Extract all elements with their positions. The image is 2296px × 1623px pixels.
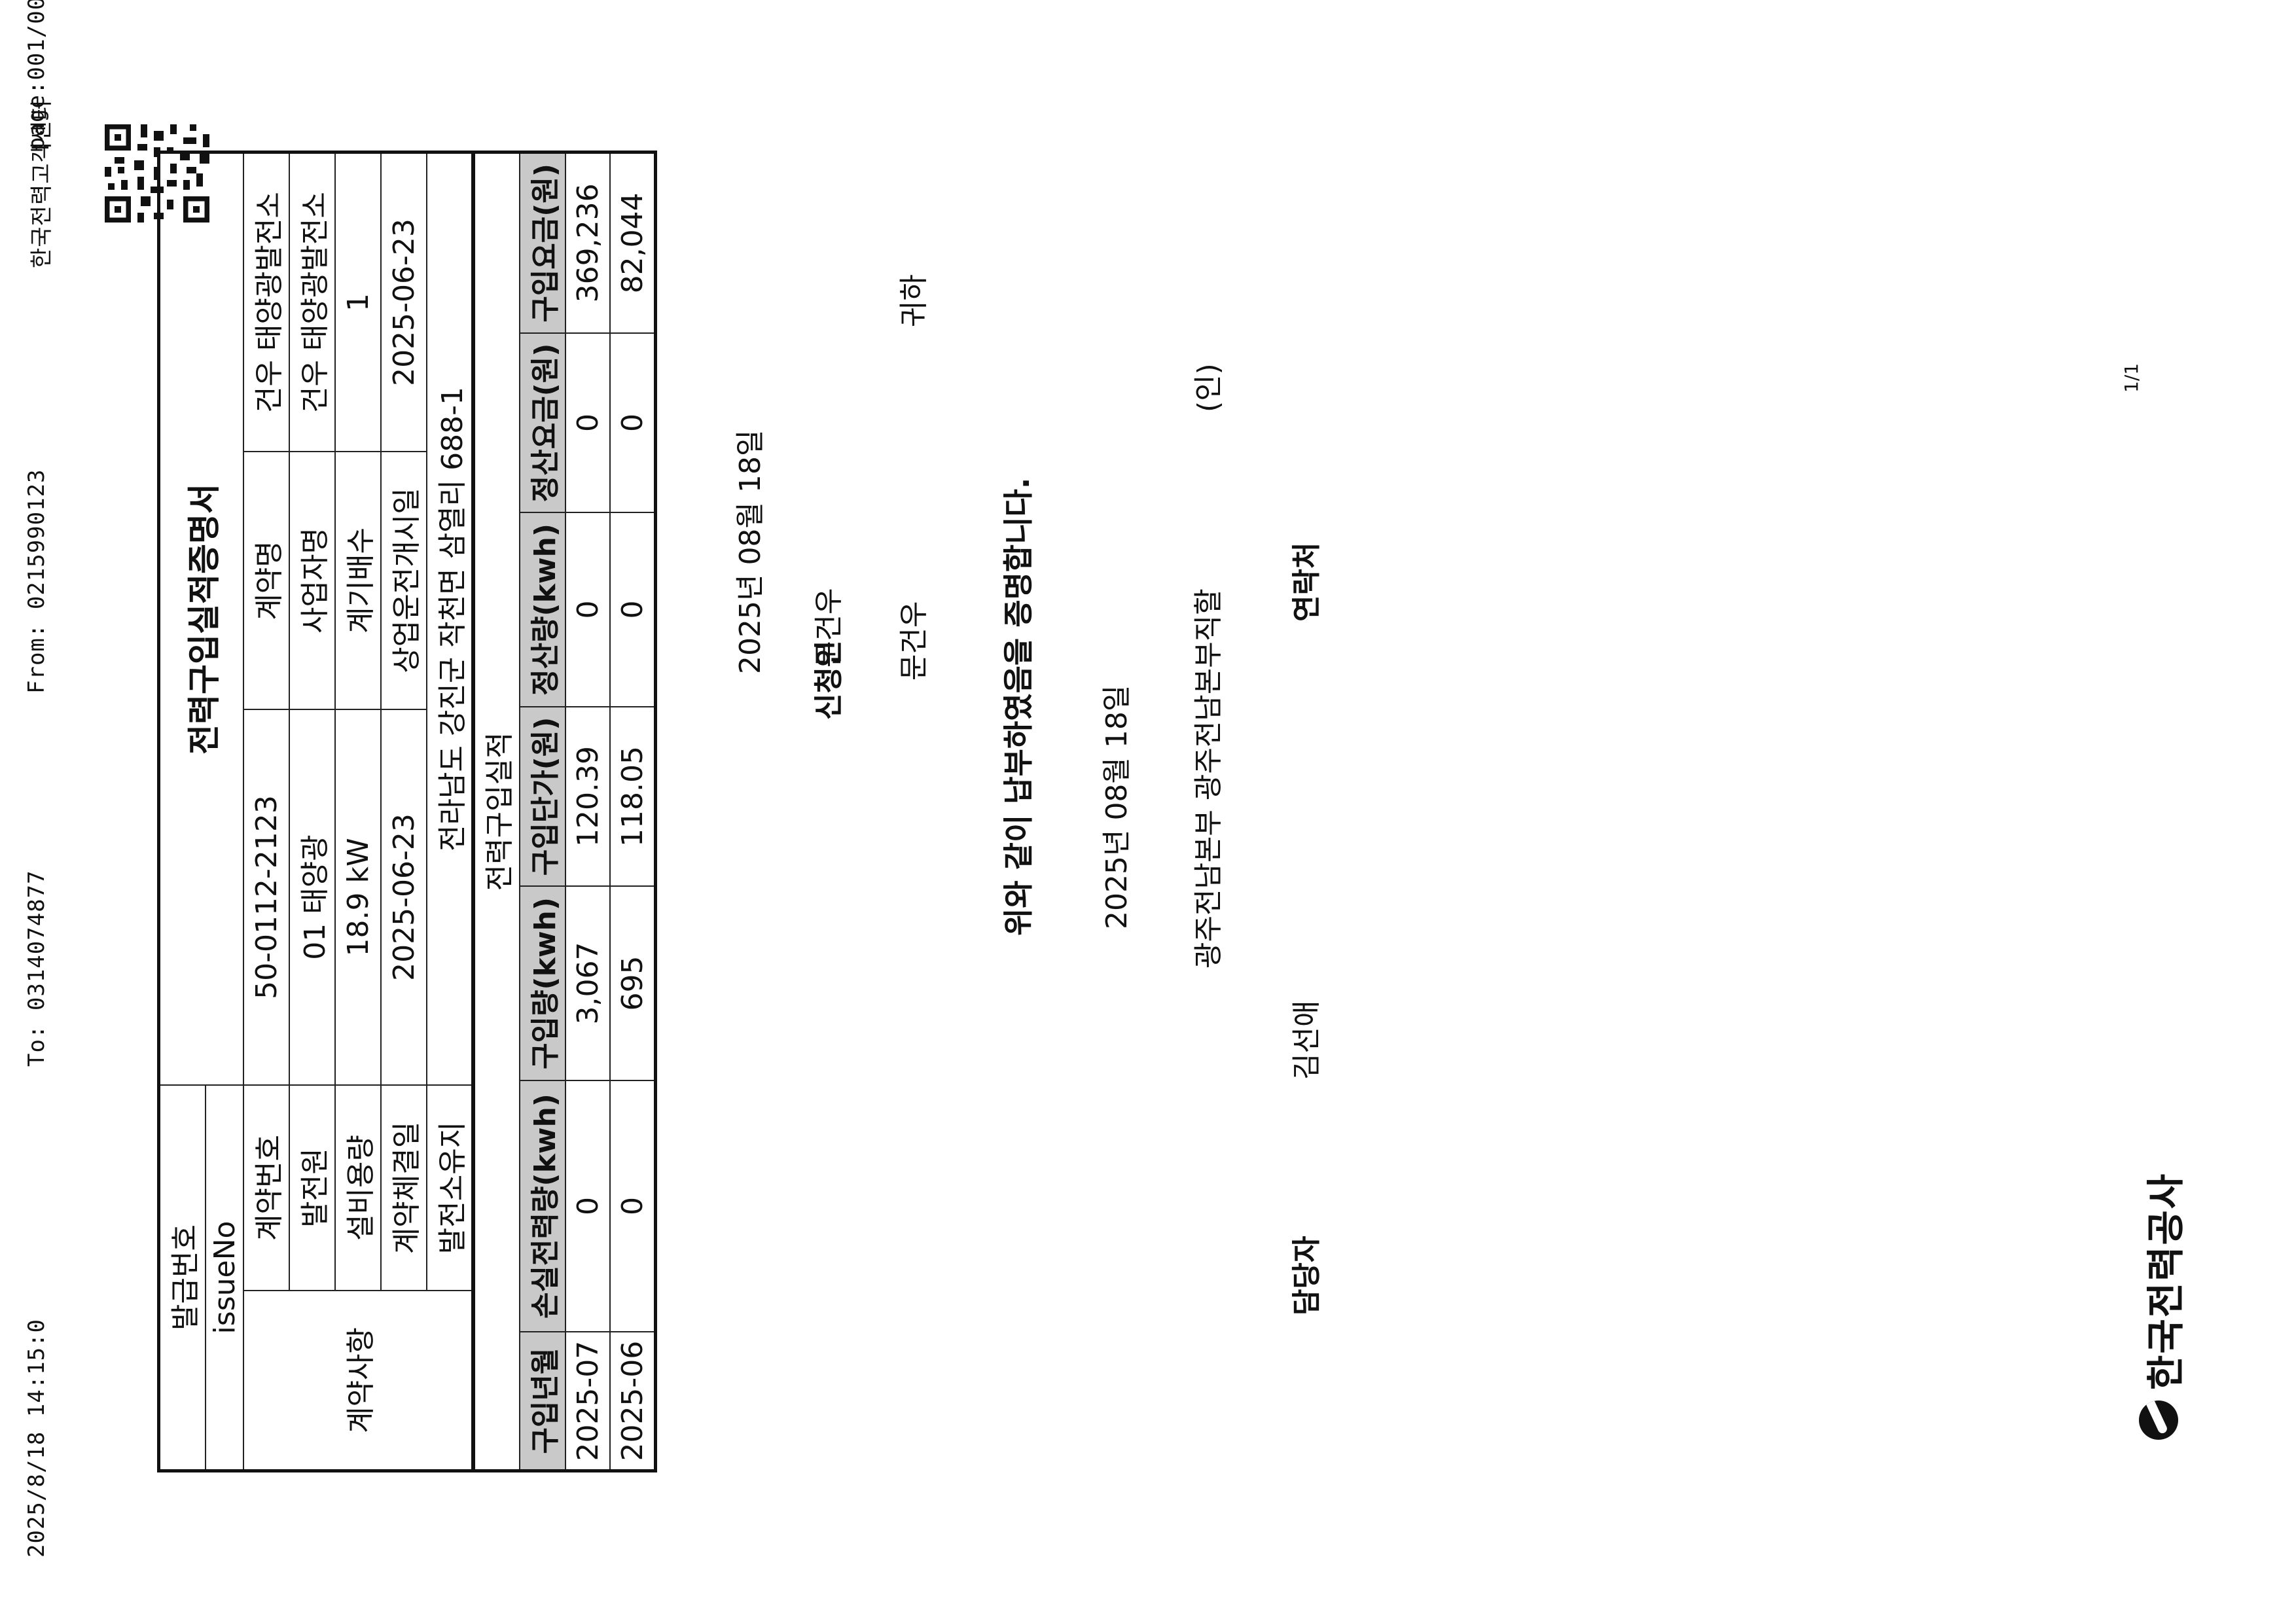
manager-name: 김선애: [1290, 1000, 1323, 1080]
table-row: 2025-07 0 3,067 120.39 0 0 369,236: [565, 152, 610, 1471]
column-header: 정산량(kwh): [520, 512, 565, 707]
column-header: 구입요금(원): [520, 152, 565, 333]
purchase-record-table: 전력구입실적 구입년월 손실전력량(kwh) 구입량(kwh) 구입단가(원) …: [471, 151, 657, 1472]
column-header: 구입량(kwh): [520, 886, 565, 1080]
operation-start-value: 2025-06-23: [381, 152, 427, 452]
table-cell: 0: [610, 1080, 656, 1332]
column-header: 구입단가(원): [520, 706, 565, 887]
contract-number-label: 계약번호: [243, 1085, 289, 1291]
table-cell: 2025-06: [610, 1332, 656, 1471]
contract-group-label: 계약사항: [243, 1291, 474, 1471]
table-cell: 369,236: [565, 152, 610, 333]
generation-source-label: 발전원: [289, 1085, 335, 1291]
seal-mark: (인): [1192, 363, 1225, 412]
logo-text: 한국전력공사: [2144, 1172, 2188, 1390]
issue-number-value: issueNo: [206, 1085, 243, 1471]
issue-number-label: 발급번호: [158, 1085, 206, 1471]
table-cell: 0: [610, 332, 656, 513]
column-header: 구입년월: [520, 1332, 565, 1471]
purchase-table-caption: 전력구입실적: [473, 152, 520, 1471]
contract-date-value: 2025-06-23: [381, 709, 427, 1085]
table-row: 2025-06 0 695 118.05 0 0 82,044: [610, 152, 656, 1471]
contact-label: 연락처: [1290, 542, 1323, 622]
certification-statement: 위와 같이 납부하였음을 증명합니다.: [1001, 477, 1036, 936]
contract-date-label: 계약체결일: [381, 1085, 427, 1291]
table-row: 계약사항 계약번호 50-0112-2123 계약명 건우 태양광발전소: [243, 152, 474, 1471]
logo-mark-icon: [2139, 1400, 2178, 1440]
application-date: 2025년 08월 18일: [734, 429, 767, 674]
qr-code-icon: [105, 124, 209, 223]
table-cell: 0: [565, 512, 610, 707]
table-row: 계약체결일 2025-06-23 상업운전개시일 2025-06-23: [381, 152, 427, 1471]
recipient-honorific: 귀하: [897, 274, 931, 327]
table-row: 발전소유지 전라남도 강진군 작천면 삼열리 688-1: [427, 152, 474, 1471]
contract-number-value: 50-0112-2123: [243, 709, 289, 1085]
table-cell: 118.05: [610, 706, 656, 887]
table-header-row: 구입년월 손실전력량(kwh) 구입량(kwh) 구입단가(원) 정산량(kwh…: [520, 152, 565, 1471]
generation-source-value: 01 태양광: [289, 709, 335, 1085]
table-cell: 82,044: [610, 152, 656, 333]
plant-location-value: 전라남도 강진군 작천면 삼열리 688-1: [427, 152, 474, 1085]
table-cell: 0: [565, 1080, 610, 1332]
fax-header: 2025/8/18 14:15:0 To: 0314074877 From: 0…: [24, 0, 69, 1623]
contract-name-value: 건우 태양광발전소: [243, 152, 289, 452]
capacity-value: 18.9 kW: [335, 709, 381, 1085]
table-cell: 120.39: [565, 706, 610, 887]
operation-start-label: 상업운전개시일: [381, 452, 427, 709]
company-logo: 한국전력공사: [2134, 1139, 2188, 1440]
recipient-name: 문건우: [897, 601, 931, 681]
applicant-name: 문건우: [812, 588, 846, 668]
issuing-office: 광주전남본부 광주전남본부직할: [1192, 588, 1225, 969]
column-header: 손실전력량(kwh): [520, 1080, 565, 1332]
fax-to: To: 0314074877: [24, 870, 50, 1067]
fax-from: From: 0215990123: [24, 469, 50, 694]
table-row: 발전원 01 태양광 사업자명 건우 태양광발전소: [289, 152, 335, 1471]
table-row: 설비용량 18.9 kW 계기배수 1: [335, 152, 381, 1471]
table-cell: 3,067: [565, 886, 610, 1080]
document-title: 전력구입실적증명서: [158, 152, 243, 1085]
table-cell: 0: [610, 512, 656, 707]
table-cell: 0: [565, 332, 610, 513]
contract-info-table: 발급번호 전력구입실적증명서 issueNo 계약사항 계약번호 50-0112…: [157, 151, 475, 1472]
fax-page-number: page:001/001: [24, 0, 50, 151]
table-cell: 2025-07: [565, 1332, 610, 1471]
business-name-value: 건우 태양광발전소: [289, 152, 335, 452]
capacity-label: 설비용량: [335, 1085, 381, 1291]
business-name-label: 사업자명: [289, 452, 335, 709]
plant-location-label: 발전소유지: [427, 1085, 474, 1291]
page-count: 1/1: [2121, 363, 2142, 393]
manager-label: 담당자: [1290, 1236, 1323, 1315]
meter-multiplier-value: 1: [335, 152, 381, 452]
table-cell: 695: [610, 886, 656, 1080]
column-header: 정산요금(원): [520, 332, 565, 513]
fax-datetime: 2025/8/18 14:15:0: [24, 1319, 50, 1558]
issue-date: 2025년 08월 18일: [1100, 685, 1134, 929]
contract-name-label: 계약명: [243, 452, 289, 709]
meter-multiplier-label: 계기배수: [335, 452, 381, 709]
